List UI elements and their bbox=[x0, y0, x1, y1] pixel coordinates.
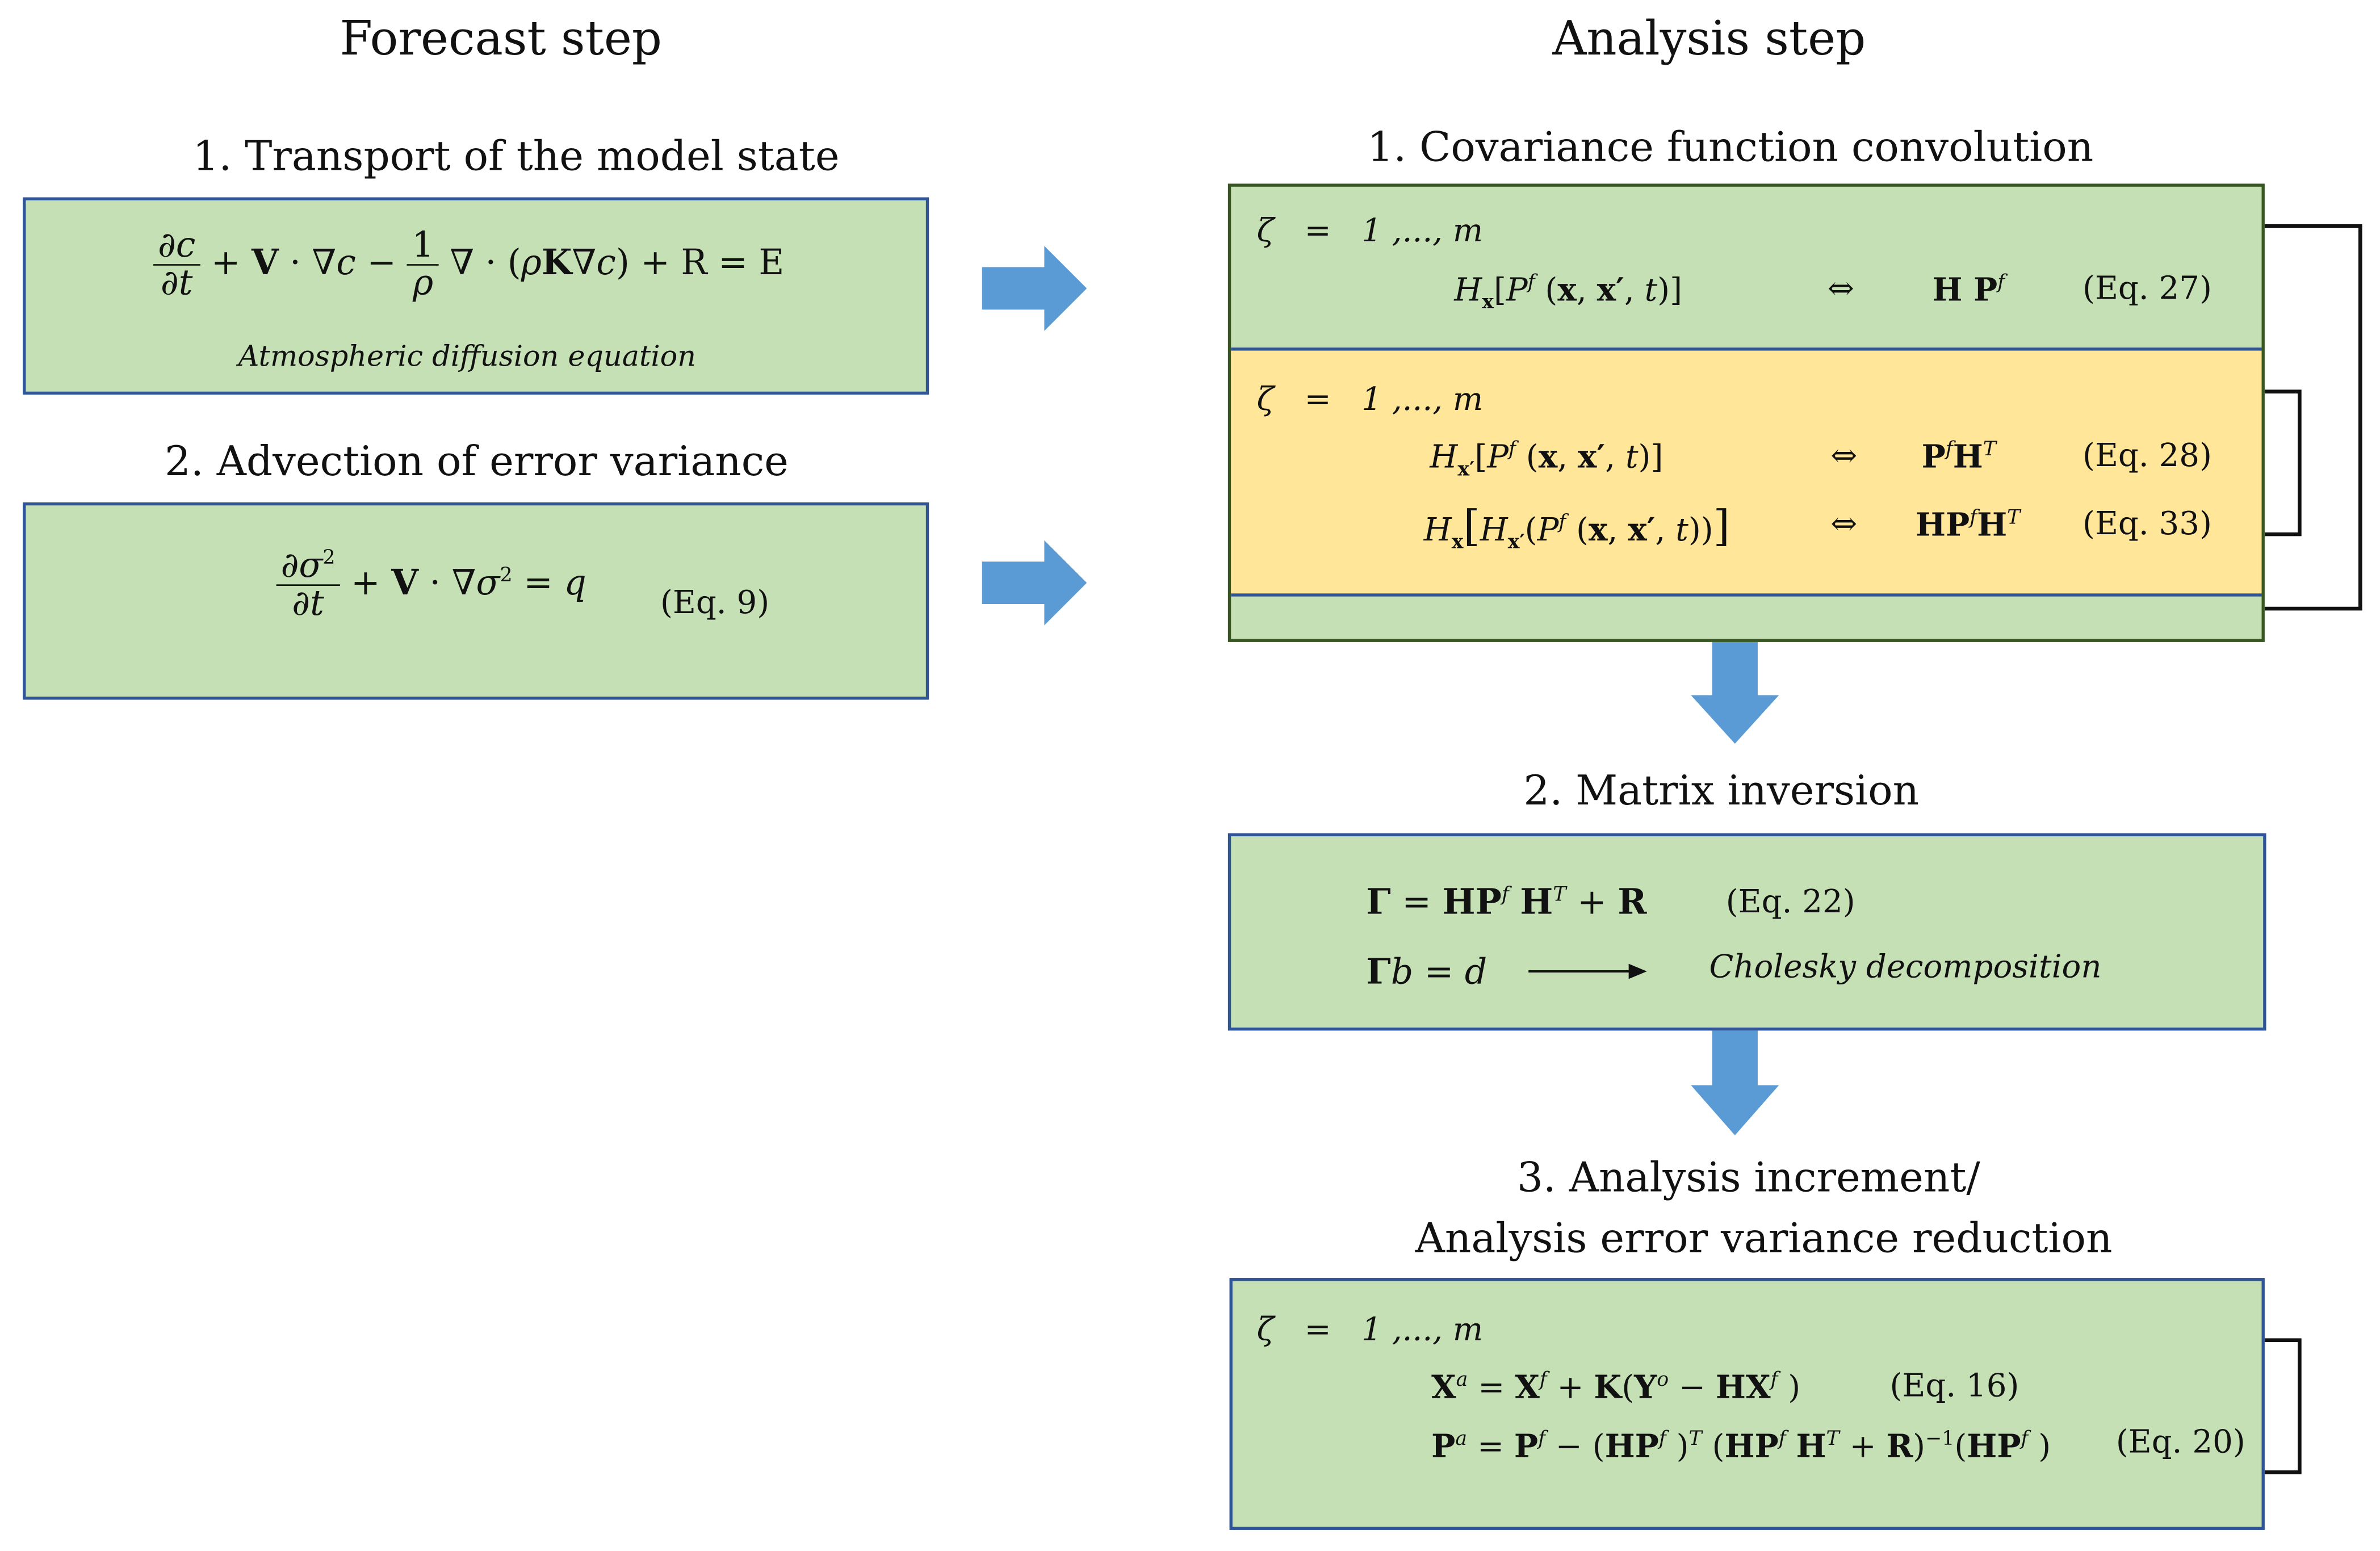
dc-dt-fraction: ∂c∂t bbox=[153, 228, 200, 303]
analysis-down-arrow-1 bbox=[1691, 640, 1779, 744]
eq27-reference: (Eq. 27) bbox=[2082, 270, 2212, 307]
analysis-step3-title-line1: 3. Analysis increment/ bbox=[1516, 1155, 1980, 1202]
advection-equation: ∂σ2∂t + V · ∇σ2 = q bbox=[276, 548, 586, 623]
eq16-formula: Xa = Xf + K(Yo − HXf ) bbox=[1431, 1367, 1801, 1406]
eq28-lhs: Hx′[Pf (x, x′, t)] bbox=[1430, 437, 1664, 482]
gamma-b-equals-d: Γb = d bbox=[1366, 951, 1488, 993]
analysis-down-arrow-2 bbox=[1691, 1030, 1779, 1135]
eq27-rhs: H Pf bbox=[1932, 270, 2005, 308]
eq9-reference: (Eq. 9) bbox=[660, 584, 770, 621]
dsigma-dt-fraction: ∂σ2∂t bbox=[276, 548, 340, 623]
eq28-reference: (Eq. 28) bbox=[2082, 437, 2212, 474]
analysis-step2-title: 2. Matrix inversion bbox=[1523, 768, 1920, 815]
eq28-rhs: PfHT bbox=[1921, 437, 1996, 475]
outer-loop-line bbox=[2203, 224, 2362, 611]
eq22-formula: Γ = HPf HT + R bbox=[1366, 882, 1647, 923]
cholesky-label: Cholesky decomposition bbox=[1709, 948, 2102, 986]
analysis-step-heading: Analysis step bbox=[1552, 12, 1866, 67]
outer-loop-label: ζ = 1 ,..., m bbox=[1256, 212, 1484, 249]
advection-equation-box: ∂σ2∂t + V · ∇σ2 = q (Eq. 9) bbox=[23, 502, 929, 700]
forecast-step1-title: 1. Transport of the model state bbox=[192, 133, 840, 181]
forecast-step2-title: 2. Advection of error variance bbox=[164, 438, 789, 486]
eq22-reference: (Eq. 22) bbox=[1725, 883, 1855, 920]
eq33-reference: (Eq. 33) bbox=[2082, 505, 2212, 542]
covariance-inner-box bbox=[1231, 347, 2262, 597]
eq33-rhs: HPfHT bbox=[1915, 505, 2021, 544]
eq16-reference: (Eq. 16) bbox=[1889, 1367, 2019, 1404]
eq20-formula: Pa = Pf − (HPf )T (HPf HT + R)−1(HPf ) bbox=[1431, 1427, 2051, 1465]
analysis-loop-label: ζ = 1 ,..., m bbox=[1256, 1311, 1484, 1348]
eq20-reference: (Eq. 20) bbox=[2115, 1423, 2245, 1460]
forecast-to-analysis-arrow-1 bbox=[982, 246, 1087, 331]
cholesky-arrow bbox=[1528, 963, 1647, 979]
analysis-step3-title-line2: Analysis error variance reduction bbox=[1415, 1215, 2113, 1263]
matrix-inversion-box: Γ = HPf HT + R (Eq. 22) Γb = d Cholesky … bbox=[1227, 833, 2266, 1031]
analysis-step1-title: 1. Covariance function convolution bbox=[1367, 124, 2094, 172]
eq28-equivalence: ⇔ bbox=[1830, 437, 1858, 474]
inner-loop-label: ζ = 1 ,..., m bbox=[1256, 381, 1484, 418]
forecast-to-analysis-arrow-2 bbox=[982, 540, 1087, 626]
analysis-increment-box: ζ = 1 ,..., m Xa = Xf + K(Yo − HXf ) (Eq… bbox=[1229, 1278, 2265, 1530]
diffusion-equation-caption: Atmospheric diffusion equation bbox=[238, 339, 696, 374]
eq27-lhs: Hx[Pf (x, x′, t)] bbox=[1454, 270, 1682, 315]
eq27-equivalence: ⇔ bbox=[1827, 270, 1854, 307]
forecast-step-heading: Forecast step bbox=[340, 12, 662, 67]
eq33-equivalence: ⇔ bbox=[1830, 505, 1858, 542]
eq33-lhs: Hx[Hx′(Pf (x, x′, t))] bbox=[1423, 501, 1730, 555]
